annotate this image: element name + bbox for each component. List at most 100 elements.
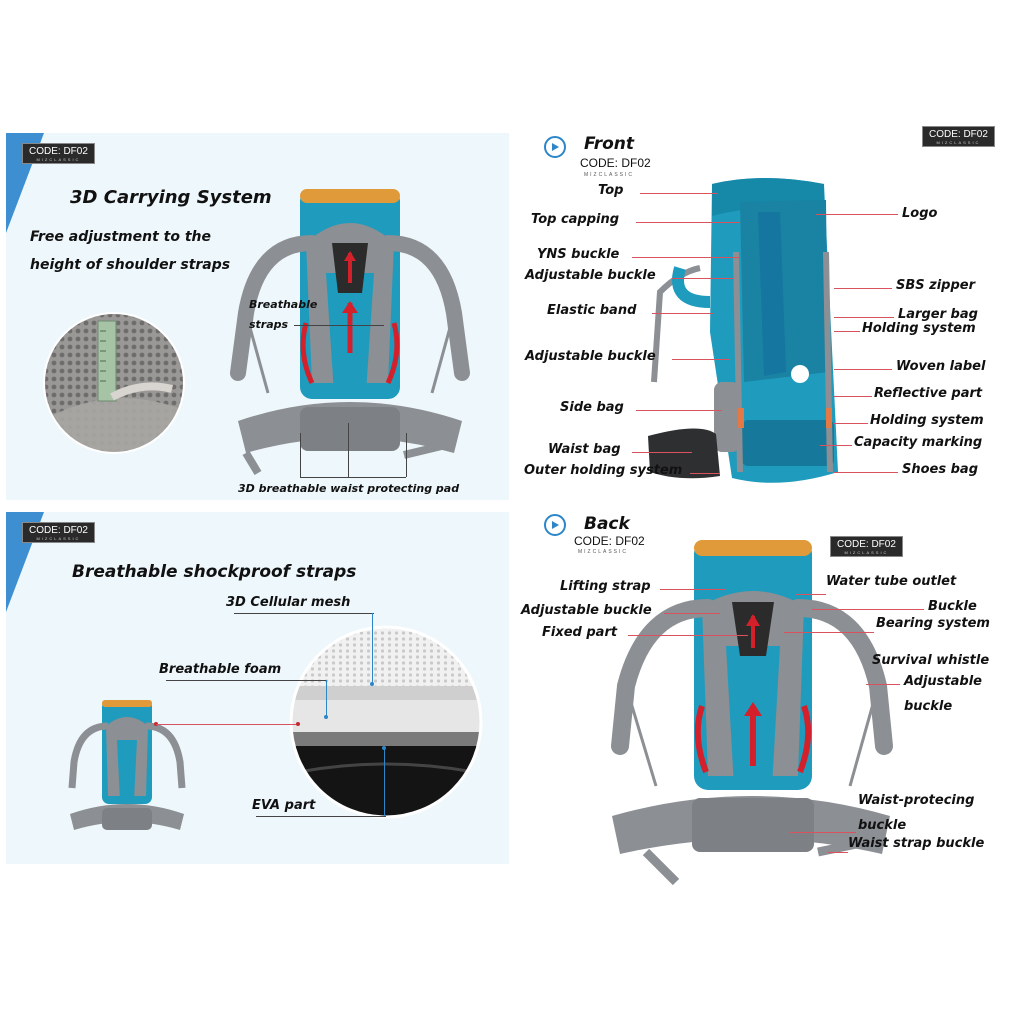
- front-label-reflective-part: Reflective part: [874, 386, 983, 401]
- back-line-lifting-strap: [660, 589, 726, 590]
- backpack-front-view: [648, 178, 838, 483]
- eva-label: EVA part: [252, 798, 316, 813]
- foam-callout-dot: [324, 715, 328, 719]
- back-label-survival-whistle: Survival whistle: [872, 653, 990, 668]
- front-line-sbs-zipper: [834, 288, 892, 289]
- mesh-detail-image: [43, 312, 185, 454]
- back-label-adjustable: Adjustable: [904, 674, 982, 689]
- panel-title: Breathable shockproof straps: [72, 562, 357, 582]
- front-label-woven-label: Woven label: [896, 359, 986, 374]
- front-label-sbs-zipper: SBS zipper: [896, 278, 976, 293]
- front-label-adjustable-buckle-1: Adjustable buckle: [525, 268, 656, 283]
- foam-target-dot: [296, 722, 300, 726]
- mesh-label: 3D Cellular mesh: [226, 595, 351, 610]
- waist-bracket-right: [406, 433, 407, 477]
- back-line-waist-strap-buckle: [828, 852, 848, 853]
- back-label-waist-protecing: Waist-protecing: [858, 793, 975, 808]
- eva-callout-dot: [382, 746, 386, 750]
- backpack-back-small: [68, 700, 186, 830]
- eva-callout-line: [256, 816, 386, 817]
- backpack-back-view: [230, 189, 470, 476]
- backpack-back-view-large: [611, 540, 893, 886]
- back-code: CODE: DF02: [574, 534, 645, 548]
- front-label-larger-bag: Larger bag: [898, 307, 978, 322]
- back-label-adjustable-buckle-2: buckle: [904, 699, 953, 714]
- front-label-outer-holding-system: Outer holding system: [524, 463, 683, 478]
- front-label-yns-buckle: YNS buckle: [537, 247, 620, 262]
- back-line-bearing-system: [784, 632, 874, 633]
- back-title: Back: [584, 514, 630, 534]
- front-line-shoes-bag: [834, 472, 898, 473]
- breathable-straps-label-2: straps: [249, 318, 289, 331]
- waist-bracket-mid: [348, 423, 349, 477]
- waist-bracket-left: [300, 433, 301, 477]
- back-line-adjustable: [866, 684, 900, 685]
- front-label-top: Top: [598, 183, 624, 198]
- badge-code: CODE: DF02: [837, 539, 896, 550]
- back-line-water-tube-outlet: [796, 594, 826, 595]
- front-line-waist-bag: [632, 452, 692, 453]
- eva-callout-vert: [384, 748, 385, 816]
- back-brand: MIZCLASSIC: [578, 549, 629, 555]
- feature-line-2: height of shoulder straps: [30, 257, 231, 273]
- foam-callout-line: [166, 680, 326, 681]
- badge-brand: MIZCLASSIC: [936, 140, 981, 145]
- front-line-elastic-band: [652, 313, 714, 314]
- front-line-yns-buckle: [632, 257, 740, 258]
- code-badge: CODE: DF02 MIZCLASSIC: [22, 522, 95, 543]
- front-label-adjustable-buckle-2: Adjustable buckle: [525, 349, 656, 364]
- front-line-larger-bag: [834, 317, 894, 318]
- back-label-buckle: Buckle: [928, 599, 977, 614]
- front-line-holding-system-2: [834, 423, 868, 424]
- waist-pad-label: 3D breathable waist protecting pad: [238, 482, 460, 495]
- badge-code: CODE: DF02: [29, 525, 88, 536]
- badge-brand: MIZCLASSIC: [36, 536, 81, 541]
- front-line-side-bag: [636, 410, 722, 411]
- front-label-elastic-band: Elastic band: [547, 303, 637, 318]
- breathable-straps-label-1: Breathable: [249, 298, 318, 311]
- front-line-adjustable-buckle-1: [672, 278, 734, 279]
- front-label-top-capping: Top capping: [531, 212, 620, 227]
- back-label-adjustable-buckle: Adjustable buckle: [521, 603, 652, 618]
- back-line-adjustable-buckle: [664, 613, 720, 614]
- code-badge: CODE: DF02 MIZCLASSIC: [22, 143, 95, 164]
- front-code: CODE: DF02: [580, 156, 651, 170]
- back-line-waist-protecing: [790, 832, 856, 833]
- front-label-capacity-marking: Capacity marking: [854, 435, 983, 450]
- mesh-callout-vert: [372, 613, 373, 683]
- front-label-shoes-bag: Shoes bag: [902, 462, 979, 477]
- back-label-water-tube-outlet: Water tube outlet: [826, 574, 957, 589]
- front-line-adjustable-buckle-2: [672, 359, 730, 360]
- back-label-waist-protecing-2: buckle: [858, 818, 907, 833]
- feature-line-1: Free adjustment to the: [30, 229, 212, 245]
- foam-label: Breathable foam: [159, 662, 282, 677]
- badge-brand: MIZCLASSIC: [844, 550, 889, 555]
- back-arrow-icon: [544, 514, 566, 536]
- front-label-side-bag: Side bag: [560, 400, 624, 415]
- material-layers-image: [289, 625, 483, 819]
- back-label-lifting-strap: Lifting strap: [560, 579, 651, 594]
- panel-title: 3D Carrying System: [70, 187, 272, 208]
- mesh-callout-dot: [370, 682, 374, 686]
- front-line-top-capping: [636, 222, 740, 223]
- foam-source-line: [156, 724, 298, 725]
- front-label-holding-system-2: Holding system: [870, 413, 984, 428]
- back-line-fixed-part: [628, 635, 748, 636]
- front-arrow-icon: [544, 136, 566, 158]
- front-line-logo: [816, 214, 898, 215]
- badge-code: CODE: DF02: [29, 146, 88, 157]
- front-line-woven-label: [834, 369, 892, 370]
- front-line-top: [640, 193, 718, 194]
- back-label-bearing-system: Bearing system: [876, 616, 990, 631]
- front-line-capacity-marking: [820, 445, 852, 446]
- front-label-waist-bag: Waist bag: [548, 442, 621, 457]
- badge-code: CODE: DF02: [929, 129, 988, 140]
- front-code-badge: CODE: DF02 MIZCLASSIC: [922, 126, 995, 147]
- carrying-system-panel: CODE: DF02 MIZCLASSIC 3D Carrying System…: [6, 133, 509, 500]
- front-label-logo: Logo: [902, 206, 938, 221]
- shockproof-straps-panel: CODE: DF02 MIZCLASSIC Breathable shockpr…: [6, 512, 509, 864]
- front-line-outer-holding-system: [690, 473, 720, 474]
- front-brand: MIZCLASSIC: [584, 172, 635, 178]
- back-label-fixed-part: Fixed part: [542, 625, 618, 640]
- back-line-buckle: [812, 609, 924, 610]
